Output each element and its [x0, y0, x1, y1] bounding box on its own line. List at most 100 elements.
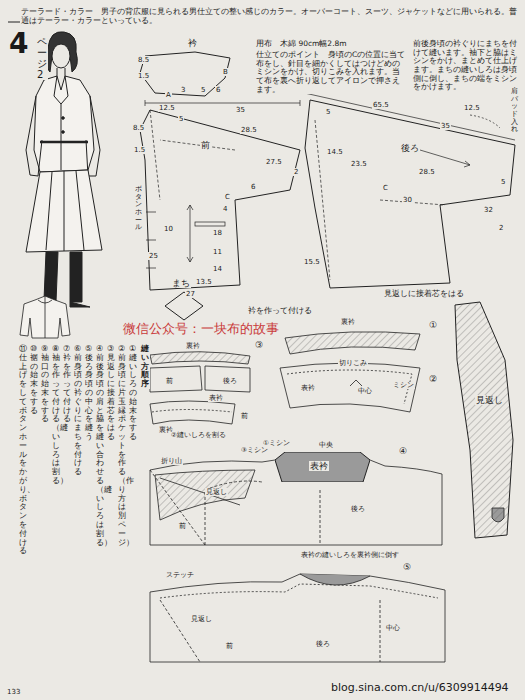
pattern-detail	[187, 205, 193, 262]
piece-outline	[165, 292, 203, 320]
dimension-label: 切りこみ	[338, 360, 368, 367]
step-sketch	[280, 363, 420, 412]
piece-name: 前	[200, 140, 211, 150]
dimension-label: 27	[185, 290, 196, 298]
dimension-label: 表衿	[300, 384, 316, 392]
dimension-label: 4	[222, 205, 228, 213]
dimension-label: 1.5	[137, 72, 150, 80]
dimension-label: 8.5	[132, 124, 145, 132]
instruction-text: ⑦衿を作って付ける	[62, 345, 72, 424]
pattern-detail	[150, 110, 160, 200]
step-sketch	[320, 490, 321, 545]
instruction-text: ⑩裾の始末をする	[29, 345, 39, 415]
step-sketch	[150, 332, 445, 662]
instruction-text: 肩パッド入れ	[510, 88, 519, 134]
dimension-label: 見返しに接着芯をはる	[383, 289, 465, 298]
dimension-label: 11	[212, 248, 223, 256]
dimension-label: ③ミシン	[240, 447, 269, 454]
piece-name: まち	[171, 278, 191, 288]
fashion-figure	[86, 96, 100, 176]
dimension-label: 10	[163, 225, 174, 233]
fashion-figure	[57, 68, 65, 76]
fashion-figure	[54, 76, 68, 104]
instruction-text: ページ2	[36, 36, 48, 80]
dimension-label: 折り山	[160, 458, 183, 465]
instruction-text: ボタンホール	[134, 186, 143, 232]
step-sketch	[150, 366, 250, 392]
dimension-label: 後ろ	[350, 505, 366, 513]
instruction-text: 縫い方順序	[140, 345, 150, 389]
instruction-text: ⑤後ろ身頃の中心を縫う	[84, 345, 94, 442]
step-sketch	[160, 600, 200, 662]
step-sketch	[150, 574, 445, 662]
dimension-label: 30	[402, 196, 413, 204]
pattern-detail	[145, 92, 515, 280]
dimension-label: 表衿	[208, 394, 224, 402]
dimension-label: 25	[148, 252, 159, 260]
pattern-piece: 表衿	[275, 452, 370, 482]
piece-name: 見返し	[475, 395, 486, 405]
dimension-label: 中央	[318, 442, 334, 449]
dimension-label: 3	[180, 86, 186, 94]
dimension-label: 65.5	[372, 101, 390, 109]
dimension-label: C	[382, 184, 389, 192]
note-text: 表衿の縫いしろを裏衿側に倒す	[300, 552, 422, 559]
dimension-label: 6	[250, 183, 256, 191]
dimension-label: A	[165, 91, 172, 99]
instruction-text: ⑧袖を作って付ける（縫いしろは割る）	[51, 345, 61, 486]
step-sketch	[300, 574, 370, 585]
dimension-label: ③	[254, 340, 264, 350]
dimension-label: 35	[440, 122, 451, 130]
dimension-label: ステッチ	[165, 572, 195, 579]
dimension-label: 28.5	[240, 126, 258, 134]
back-view-sketch	[20, 296, 70, 338]
dimension-label: 5	[178, 115, 184, 123]
pattern-detail	[470, 115, 500, 128]
piece-outline	[455, 302, 513, 538]
step-sketch	[160, 584, 438, 598]
note-text: 用布 木綿 90cm幅2.8m	[255, 40, 407, 49]
fashion-figure	[45, 32, 77, 72]
dimension-label: 14.5	[326, 148, 344, 156]
fashion-figure	[26, 96, 42, 176]
pattern-detail	[195, 222, 225, 226]
step-sketch	[150, 352, 250, 364]
note-text: 仕立てのポイント 身頃のCの位置に当て布をし、針目を細かくしてはつけどめのミシン…	[255, 51, 407, 94]
dimension-label: blog.sina.com.cn/u/6309914494	[330, 682, 510, 695]
dimension-label: 見返し	[205, 488, 228, 496]
dimension-label: 13.5	[195, 278, 213, 286]
piece-outline	[140, 110, 300, 290]
pattern-detail	[160, 140, 235, 150]
dimension-label: 裏衿	[340, 318, 356, 326]
instruction-text: ⑥前身頃の衿ぐりにまちを付ける	[73, 345, 83, 477]
dimension-label: 23.5	[350, 160, 368, 168]
step-sketch	[380, 600, 381, 662]
fashion-figure	[61, 104, 62, 170]
dimension-label: ④	[398, 446, 408, 456]
pattern-piece: 見返し	[445, 300, 517, 540]
step-sketch	[150, 401, 235, 424]
dimension-label: 133	[6, 688, 21, 696]
dimension-label: 6	[215, 86, 221, 94]
fashion-figure	[46, 171, 84, 251]
step-sketch	[150, 470, 262, 545]
dimension-label: 前	[240, 412, 249, 420]
dimension-label: 15.5	[303, 258, 321, 266]
dimension-label: C	[224, 193, 231, 201]
step-sketch	[350, 380, 362, 386]
dimension-label: 見返し	[190, 615, 213, 623]
step-sketch	[152, 410, 232, 413]
pattern-detail	[315, 120, 330, 280]
dimension-label: 前	[165, 377, 174, 385]
dimension-label: 14	[212, 265, 223, 273]
dimension-label: 35	[235, 106, 246, 114]
dimension-label: 5	[325, 108, 331, 116]
pattern-detail	[300, 92, 515, 140]
pattern-detail	[420, 150, 470, 167]
dimension-label: B	[222, 68, 229, 76]
instruction-text: ①縫いしろの始末をする	[128, 345, 138, 442]
dimension-label: 中心	[357, 388, 373, 395]
dimension-label: 2	[293, 168, 299, 176]
dimension-label: 後ろ	[222, 377, 238, 385]
dimension-label: 1.5	[133, 146, 146, 154]
